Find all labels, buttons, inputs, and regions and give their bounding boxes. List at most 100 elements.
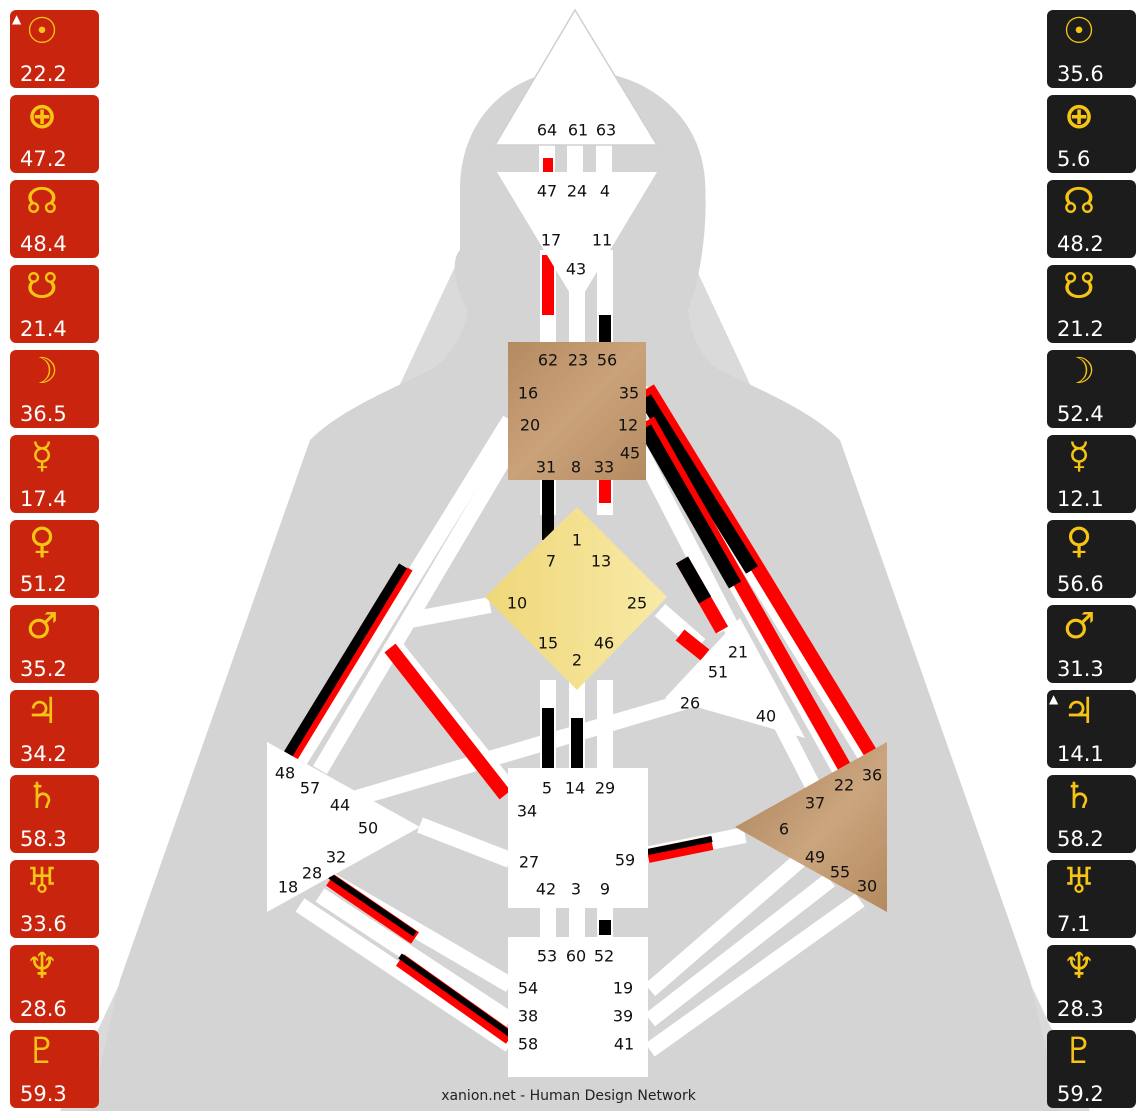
uranus-icon: ♅ xyxy=(10,862,74,902)
saturn-icon: ♄ xyxy=(10,777,74,817)
gate-40-label: 40 xyxy=(756,707,776,726)
gate-62-label: 62 xyxy=(538,351,558,370)
planet-value: 33.6 xyxy=(20,911,67,937)
design-planet-south-node: ☋ 21.4 xyxy=(10,265,99,343)
sun-icon: ☉ xyxy=(1047,12,1111,52)
gate-45-label: 45 xyxy=(620,444,640,463)
planet-value: 51.2 xyxy=(20,571,67,597)
gate-58-label: 58 xyxy=(518,1035,538,1054)
gate-27-label: 27 xyxy=(519,853,539,872)
planet-value: 48.4 xyxy=(20,231,67,257)
design-planet-saturn: ♄ 58.3 xyxy=(10,775,99,853)
pluto-icon: ♇ xyxy=(10,1032,74,1072)
planet-value: 22.2 xyxy=(20,61,67,87)
personality-planet-jupiter: ♃14.1▲ xyxy=(1047,690,1136,768)
gate-13-label: 13 xyxy=(591,552,611,571)
gate-38-label: 38 xyxy=(518,1007,538,1026)
gate-63-label: 63 xyxy=(596,121,616,140)
gate-11-label: 11 xyxy=(592,231,612,250)
gate-48-label: 48 xyxy=(275,764,295,783)
earth-icon: ⊕ xyxy=(1047,97,1111,137)
personality-planet-venus: ♀ 56.6 xyxy=(1047,520,1136,598)
gate-2-label: 2 xyxy=(572,651,582,670)
planet-value: 7.1 xyxy=(1057,911,1090,937)
mercury-icon: ☿ xyxy=(10,437,74,477)
moon-icon: ☽ xyxy=(1047,352,1111,392)
gate-29-label: 29 xyxy=(595,779,615,798)
planet-value: 28.6 xyxy=(20,996,67,1022)
gate-52-label: 52 xyxy=(594,947,614,966)
gate-26-label: 26 xyxy=(680,694,700,713)
gate-34-label: 34 xyxy=(517,802,537,821)
pluto-icon: ♇ xyxy=(1047,1032,1111,1072)
design-planet-venus: ♀51.2 xyxy=(10,520,99,598)
gate-30-label: 30 xyxy=(857,877,877,896)
gate-46-label: 46 xyxy=(594,634,614,653)
gate-43-label: 43 xyxy=(566,260,586,279)
gate-19-label: 19 xyxy=(613,979,633,998)
planet-value: 58.2 xyxy=(1057,826,1104,852)
design-planet-north-node: ☊48.4 xyxy=(10,180,99,258)
personality-planet-sun: ☉ 35.6 xyxy=(1047,10,1136,88)
planet-value: 17.4 xyxy=(20,486,67,512)
gate-56-label: 56 xyxy=(597,351,617,370)
personality-planet-mars: ♂31.3 xyxy=(1047,605,1136,683)
gate-25-label: 25 xyxy=(627,594,647,613)
planet-value: 56.6 xyxy=(1057,571,1104,597)
design-planet-mercury: ☿ 17.4 xyxy=(10,435,99,513)
gate-47-label: 47 xyxy=(537,182,557,201)
personality-planet-moon: ☽ 52.4 xyxy=(1047,350,1136,428)
saturn-icon: ♄ xyxy=(1047,777,1111,817)
gate-8-label: 8 xyxy=(571,458,581,477)
planet-value: 36.5 xyxy=(20,401,67,427)
footer-credit: xanion.net - Human Design Network xyxy=(0,1088,1137,1104)
planet-value: 28.3 xyxy=(1057,996,1104,1022)
personality-planet-saturn: ♄ 58.2 xyxy=(1047,775,1136,853)
gate-22-label: 22 xyxy=(834,776,854,795)
gate-4-label: 4 xyxy=(600,182,610,201)
gate-60-label: 60 xyxy=(566,947,586,966)
gate-51-label: 51 xyxy=(708,663,728,682)
design-planet-mars: ♂35.2 xyxy=(10,605,99,683)
design-planet-column: ☉22.2▲⊕47.2☊48.4☋21.4☽36.5☿17.4♀51.2♂35.… xyxy=(10,10,99,1115)
planet-value: 52.4 xyxy=(1057,401,1104,427)
planet-value: 21.2 xyxy=(1057,316,1104,342)
gate-37-label: 37 xyxy=(805,794,825,813)
south-node-icon: ☋ xyxy=(10,267,74,307)
gate-39-label: 39 xyxy=(613,1007,633,1026)
personality-planet-south-node: ☋ 21.2 xyxy=(1047,265,1136,343)
design-planet-uranus: ♅ 33.6 xyxy=(10,860,99,938)
planet-value: 14.1 xyxy=(1057,741,1104,767)
personality-planet-north-node: ☊48.2 xyxy=(1047,180,1136,258)
personality-planet-earth: ⊕5.6 xyxy=(1047,95,1136,173)
gate-18-label: 18 xyxy=(278,878,298,897)
gate-23-label: 23 xyxy=(568,351,588,370)
gate-54-label: 54 xyxy=(518,979,538,998)
earth-icon: ⊕ xyxy=(10,97,74,137)
gate-31-label: 31 xyxy=(536,458,556,477)
gate-21-label: 21 xyxy=(728,643,748,662)
planet-value: 12.1 xyxy=(1057,486,1104,512)
gate-42-label: 42 xyxy=(536,880,556,899)
south-node-icon: ☋ xyxy=(1047,267,1111,307)
gate-36-label: 36 xyxy=(862,766,882,785)
moon-icon: ☽ xyxy=(10,352,74,392)
gate-55-label: 55 xyxy=(830,863,850,882)
planet-value: 35.2 xyxy=(20,656,67,682)
design-planet-earth: ⊕47.2 xyxy=(10,95,99,173)
exalted-marker-icon: ▲ xyxy=(1049,692,1058,706)
planet-value: 58.3 xyxy=(20,826,67,852)
planet-value: 21.4 xyxy=(20,316,67,342)
venus-icon: ♀ xyxy=(1047,522,1111,562)
jupiter-icon: ♃ xyxy=(10,692,74,732)
gate-50-label: 50 xyxy=(358,819,378,838)
gate-17-label: 17 xyxy=(541,231,561,250)
north-node-icon: ☊ xyxy=(1047,182,1111,222)
neptune-icon: ♆ xyxy=(10,947,74,987)
personality-planet-column: ☉35.6⊕5.6☊48.2☋21.2☽52.4☿12.1♀56.6♂31.3♃… xyxy=(1047,10,1136,1115)
planet-value: 35.6 xyxy=(1057,61,1104,87)
gate-14-label: 14 xyxy=(565,779,585,798)
gate-20-label: 20 xyxy=(520,416,540,435)
exalted-marker-icon: ▲ xyxy=(12,12,21,26)
